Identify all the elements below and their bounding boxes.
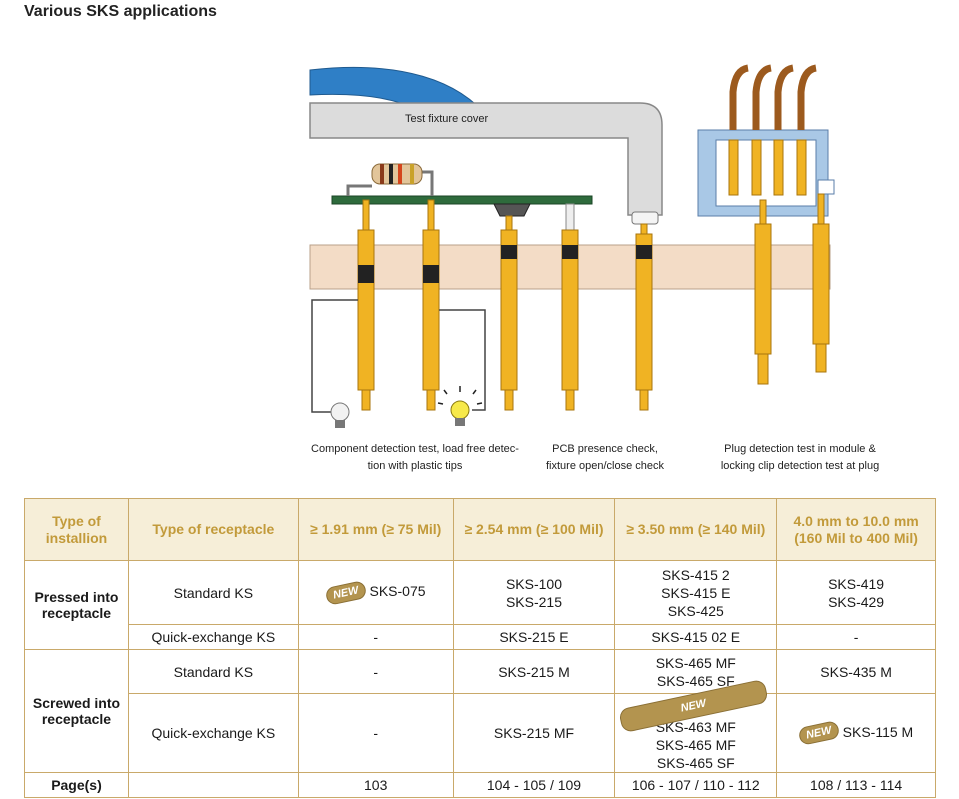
plug-contacts	[728, 139, 807, 196]
header-4-10mm: 4.0 mm to 10.0 mm (160 Mil to 400 Mil)	[776, 498, 936, 561]
plug-wires	[729, 64, 817, 130]
cell-value: -	[297, 624, 454, 650]
row-head-pressed: Pressed into receptacle	[24, 560, 129, 650]
probe-7	[812, 193, 830, 373]
table-header-row: Type of installion Type of receptacle ≥ …	[24, 498, 936, 561]
table-row-pages: Page(s) 103 104 - 105 / 109 106 - 107 / …	[24, 772, 936, 798]
new-badge: NEW	[797, 720, 841, 747]
resistor-leads	[346, 170, 434, 196]
cell-value: SKS-415 02 E	[614, 624, 778, 650]
header-installation: Type of installion	[24, 498, 129, 561]
row-head-pages: Page(s)	[24, 772, 129, 798]
cell-type: Standard KS	[127, 649, 299, 694]
sks-spec-table: Type of installion Type of receptacle ≥ …	[24, 498, 936, 798]
row-head-screwed: Screwed into receptacle	[24, 649, 129, 773]
header-254mm: ≥ 2.54 mm (≥ 100 Mil)	[452, 498, 616, 561]
probe-5	[635, 223, 653, 411]
cell-type: Quick-exchange KS	[127, 624, 299, 650]
probe-3	[500, 215, 518, 411]
table-row: Screwed into receptacle Standard KS - SK…	[24, 649, 936, 773]
circuit-wire-2	[439, 309, 486, 411]
cell-type: Quick-exchange KS	[127, 693, 299, 773]
page-title: Various SKS applications	[24, 3, 217, 20]
pcb-connector	[493, 203, 531, 217]
cell-value: -	[297, 649, 454, 694]
probe-6	[754, 199, 772, 385]
circuit-wire-1	[311, 299, 358, 413]
header-350mm: ≥ 3.50 mm (≥ 140 Mil)	[614, 498, 778, 561]
cover-label: Test fixture cover	[405, 113, 488, 125]
probe-4	[561, 203, 579, 411]
sks-applications-diagram: Test fixture cover	[309, 64, 835, 428]
cell-value: SKS-215 M	[452, 649, 616, 694]
table-row: Quick-exchange KS - SKS-215 E SKS-415 02…	[25, 624, 936, 650]
lightbulb-on-icon	[437, 386, 483, 426]
caption-plug-detection: Plug detection test in module & locking …	[720, 443, 880, 472]
cell-value: SKS-435 M	[776, 649, 936, 694]
cell-page: 106 - 107 / 110 - 112	[614, 772, 778, 798]
cell-value: -	[776, 624, 936, 650]
cell-type: Standard KS	[127, 560, 299, 625]
new-badge: NEW	[324, 579, 367, 606]
cover-contact-cup	[631, 211, 659, 225]
header-receptacle: Type of receptacle	[127, 498, 299, 561]
caption-component-detection: Component detection test, load free dete…	[311, 443, 519, 472]
test-fixture-cover	[309, 102, 663, 216]
cell-page: 104 - 105 / 109	[452, 772, 616, 798]
cell-value: SKS-215 MF	[452, 693, 616, 773]
header-191mm: ≥ 1.91 mm (≥ 75 Mil)	[297, 498, 454, 561]
probe-1	[357, 199, 375, 411]
cell-page: 108 / 113 - 114	[776, 772, 936, 798]
cell-empty	[127, 772, 299, 798]
caption-pcb-presence: PCB presence check, fixture open/close c…	[545, 443, 664, 472]
cell-page: 103	[297, 772, 454, 798]
pcb-board	[331, 195, 593, 205]
resistor-icon	[371, 163, 423, 185]
lightbulb-off-icon	[330, 402, 350, 428]
cell-value: SKS-215 E	[452, 624, 616, 650]
cell-value: -	[297, 693, 454, 773]
probe-2	[422, 199, 440, 411]
